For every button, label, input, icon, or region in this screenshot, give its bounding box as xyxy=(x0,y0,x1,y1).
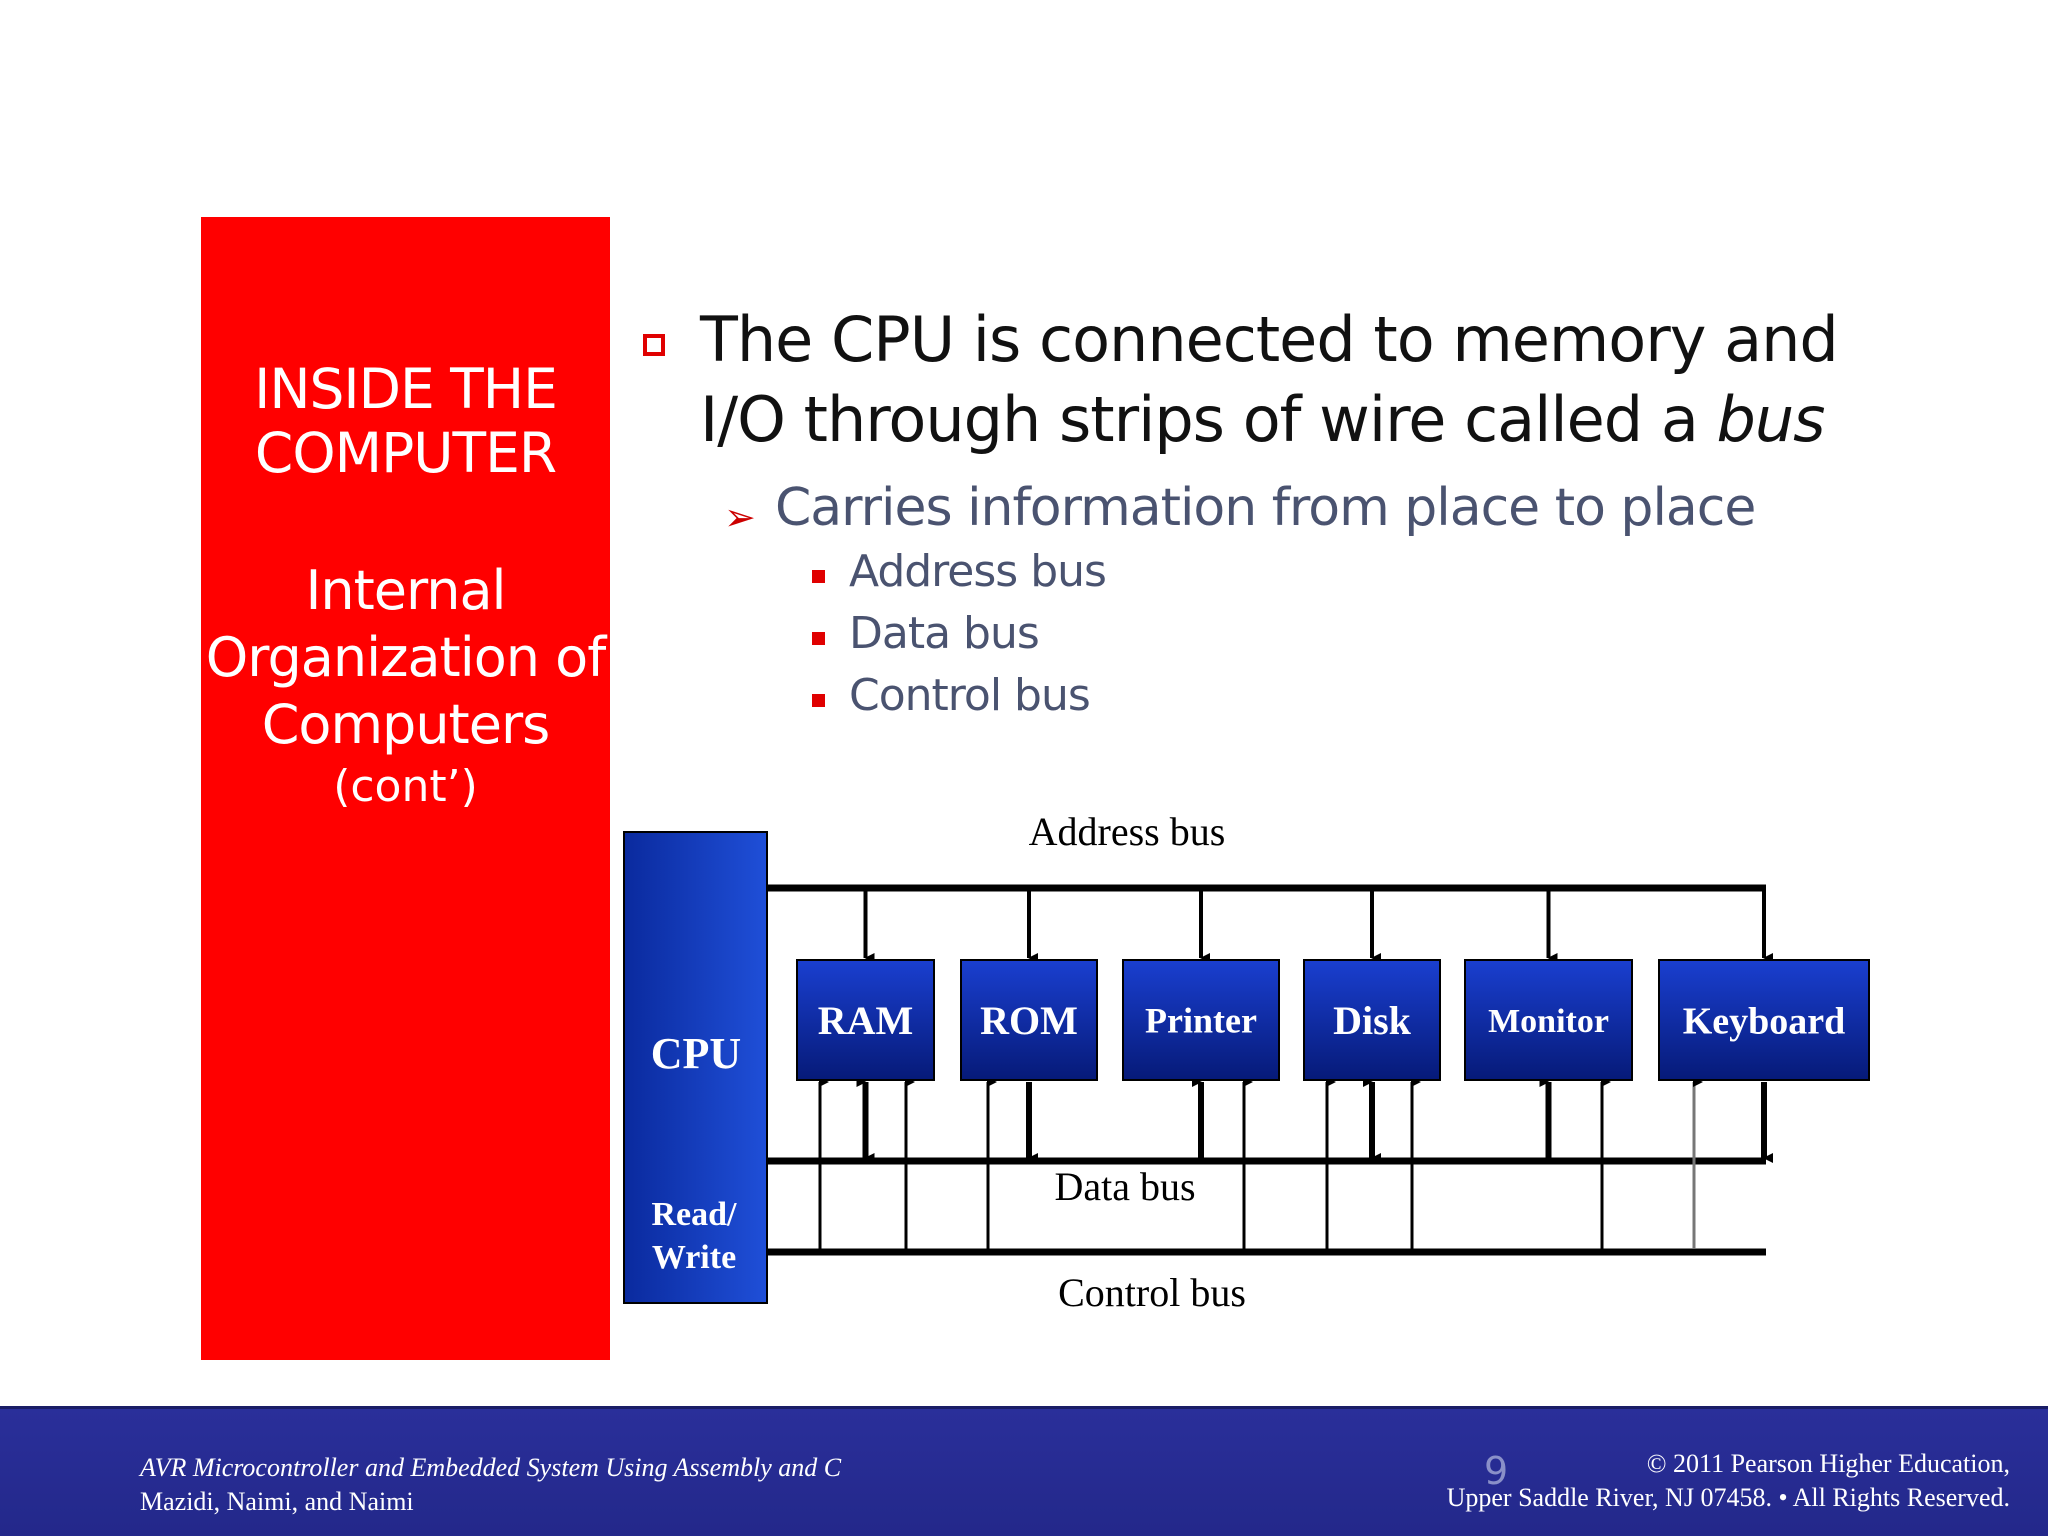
device-ram: RAM xyxy=(796,888,935,1249)
bus-diagram: CPU Read/ Write Address bus Data bus Con… xyxy=(623,809,1870,1315)
device-label: Keyboard xyxy=(1683,1000,1846,1042)
section-title: INSIDE THE COMPUTER xyxy=(254,357,558,485)
device-box xyxy=(1122,959,1280,1081)
device-monitor: Monitor xyxy=(1464,888,1633,1249)
sub-bullet-text: Carries information from place to place xyxy=(775,478,1756,538)
address-bus-label: Address bus xyxy=(1029,809,1226,854)
device-box xyxy=(796,959,935,1081)
device-label: ROM xyxy=(980,998,1078,1043)
device-printer: Printer xyxy=(1122,888,1280,1249)
footer-credits: AVR Microcontroller and Embedded System … xyxy=(140,1451,841,1519)
device-rom: ROM xyxy=(960,888,1098,1249)
main-bullet-line1: The CPU is connected to memory and xyxy=(700,303,1839,376)
device-label: Printer xyxy=(1145,1001,1257,1041)
device-label: RAM xyxy=(818,998,914,1043)
control-bus-label: Control bus xyxy=(1058,1270,1246,1315)
device-box xyxy=(1303,959,1441,1081)
device-label: Monitor xyxy=(1488,1003,1609,1040)
square-bullet-small-icon xyxy=(812,694,825,707)
device-box xyxy=(1464,959,1633,1081)
square-bullet-small-icon xyxy=(812,570,825,583)
data-bus-label: Data bus xyxy=(1054,1164,1195,1209)
cpu-label: CPU xyxy=(651,1029,741,1078)
device-keyboard: Keyboard xyxy=(1658,888,1870,1249)
book-authors: Mazidi, Naimi, and Naimi xyxy=(140,1487,414,1516)
arrow-bullet-icon: ➢ xyxy=(724,495,756,539)
bus-list-item: Data bus xyxy=(849,608,1040,659)
footer-bar: AVR Microcontroller and Embedded System … xyxy=(0,1406,2048,1536)
bus-list-item: Control bus xyxy=(849,670,1091,721)
cpu-block xyxy=(623,831,768,1304)
main-bullet-emphasis: bus xyxy=(1716,383,1826,456)
main-bullet-line2: I/O through strips of wire called a xyxy=(700,383,1717,456)
bus-list-item: Address bus xyxy=(849,546,1107,597)
page-number: 9 xyxy=(1484,1449,1509,1493)
device-box xyxy=(1658,959,1870,1081)
section-panel: INSIDE THE COMPUTER Internal Organizatio… xyxy=(201,217,610,1360)
section-subtitle: Internal Organization of Computers xyxy=(205,559,606,756)
device-label: Disk xyxy=(1333,998,1412,1043)
main-bullet-text: The CPU is connected to memory and I/O t… xyxy=(700,300,1950,460)
section-cont-label: (cont’) xyxy=(333,761,478,812)
device-disk: Disk xyxy=(1303,888,1441,1249)
copyright-notice: © 2011 Pearson Higher Education, Upper S… xyxy=(1446,1449,2010,1512)
book-title: AVR Microcontroller and Embedded System … xyxy=(140,1453,842,1482)
square-bullet-small-icon xyxy=(812,632,825,645)
device-box xyxy=(960,959,1098,1081)
square-bullet-icon xyxy=(643,334,665,356)
read-write-label-2: Write xyxy=(652,1239,736,1276)
read-write-label-1: Read/ xyxy=(652,1196,738,1233)
